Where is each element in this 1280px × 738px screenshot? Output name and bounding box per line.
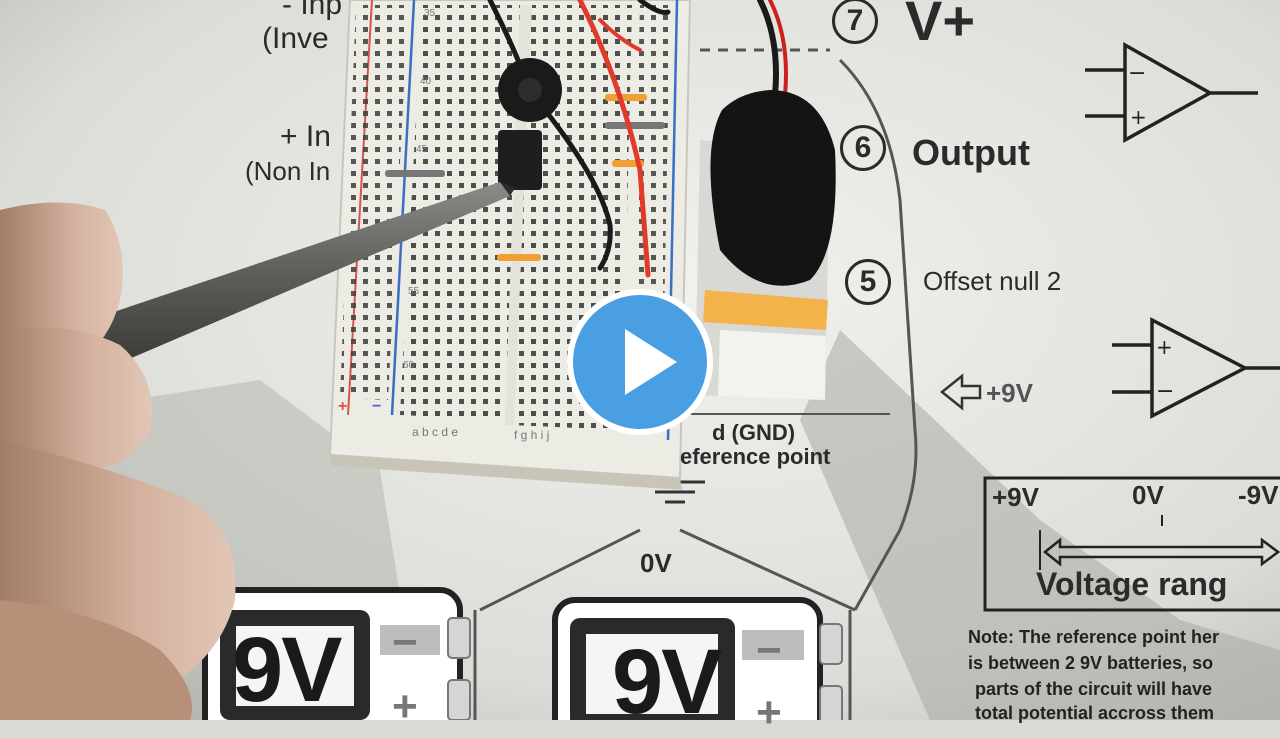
svg-text:−: −	[1156, 379, 1174, 404]
nine-volt-battery	[695, 90, 836, 400]
battery-left-plus: +	[392, 682, 418, 731]
pin6-label: Output	[912, 132, 1030, 173]
row-number-40: 40	[420, 76, 432, 87]
shadow	[800, 330, 1280, 720]
play-icon	[625, 329, 677, 395]
zero-volt-label: 0V	[640, 548, 672, 578]
row-number-60: 60	[403, 360, 415, 371]
range-zero-label: 0V	[1132, 480, 1164, 510]
non-inverting-input-line2: (Non In	[245, 156, 331, 186]
arrow-left-icon	[939, 373, 982, 411]
column-letters-right: f g h i j	[514, 428, 550, 442]
note-line-4: total potential accross them	[975, 703, 1215, 723]
range-plus-label: +9V	[992, 482, 1039, 512]
inverting-input-line2: (Inve	[262, 22, 329, 55]
hand	[0, 202, 236, 720]
schematic-lines	[473, 48, 918, 720]
row-number-55: 55	[408, 286, 420, 297]
non-inverting-input-line1: + In	[280, 120, 331, 153]
column-letters-left: a b c d e	[412, 425, 459, 439]
rail-minus-label: −	[372, 398, 382, 415]
rail-plus-label: +	[338, 398, 348, 415]
battery-right-label: 9V	[612, 631, 723, 733]
pin5-label: Offset null 2	[923, 266, 1062, 296]
battery-right-plus: +	[756, 688, 782, 737]
pin6-number: 6	[840, 125, 886, 171]
opamp-symbol-bottom	[1112, 317, 1280, 419]
battery-right-minus: −	[756, 626, 782, 675]
pin5-number: 5	[845, 259, 891, 305]
range-minus-label: -9V	[1238, 480, 1279, 510]
play-button[interactable]	[567, 289, 713, 435]
double-arrow-icon	[1042, 537, 1280, 567]
row-number-45: 45	[416, 144, 428, 155]
ground-label-line2: eference point	[680, 444, 831, 469]
inverting-input-line1: - Inp	[282, 0, 343, 21]
row-number-50: 50	[412, 214, 424, 225]
pin7-label: V+	[905, 0, 976, 52]
battery-right-graphic	[552, 597, 843, 720]
battery-left-minus: −	[392, 618, 418, 667]
stylus	[90, 182, 510, 365]
voltage-range-box	[983, 476, 1280, 612]
svg-text:+: +	[1156, 335, 1173, 359]
svg-text:−: −	[1128, 61, 1146, 86]
note-line-2: is between 2 9V batteries, so	[968, 653, 1214, 673]
battery-left-label: 9V	[232, 619, 343, 721]
svg-text:+: +	[1130, 105, 1147, 129]
note-line-3: parts of the circuit will have	[975, 679, 1213, 699]
row-number-35: 35	[424, 8, 436, 19]
range-title: Voltage rang	[1036, 566, 1228, 602]
ground-label-line1: d (GND)	[712, 420, 796, 445]
battery-left-graphic	[202, 587, 471, 720]
supply-label: +9V	[986, 378, 1033, 408]
opamp-chip	[498, 130, 542, 190]
jumper-wires	[487, 0, 788, 278]
pin7-number: 7	[832, 0, 878, 44]
opamp-symbol-top	[1085, 42, 1258, 143]
note-line-1: Note: The reference point her	[968, 627, 1220, 647]
photo-scene: − + + −	[0, 0, 1280, 720]
